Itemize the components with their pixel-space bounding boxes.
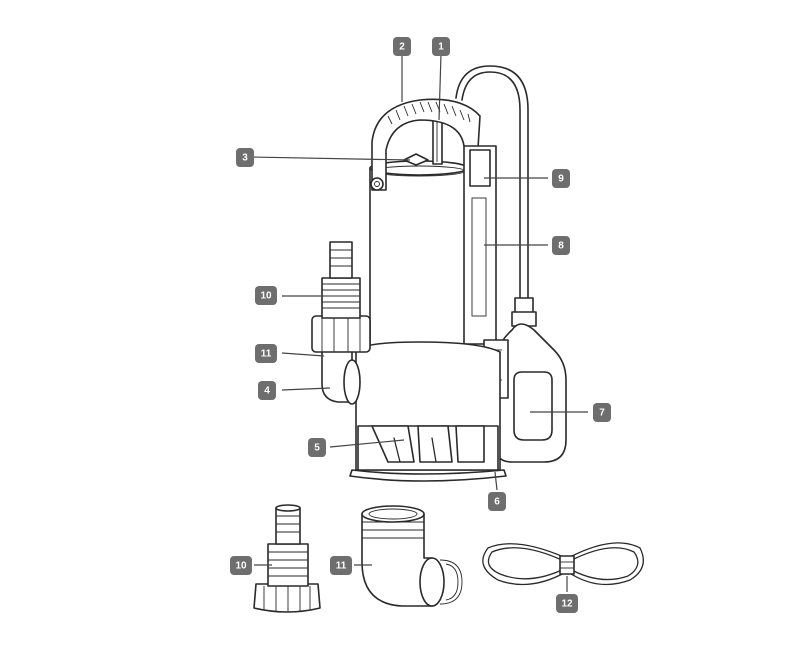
hose-adapter-loose bbox=[253, 504, 321, 613]
handle-bolt bbox=[403, 153, 429, 166]
svg-text:6: 6 bbox=[494, 497, 500, 508]
callout-10-mounted: 10 bbox=[255, 286, 277, 305]
submersible-pump bbox=[311, 65, 567, 482]
callout-8: 8 bbox=[552, 236, 570, 255]
callout-6: 6 bbox=[488, 492, 506, 511]
callout-11-mounted: 11 bbox=[255, 344, 277, 363]
carrying-handle bbox=[370, 98, 481, 191]
callout-9: 9 bbox=[552, 169, 570, 188]
callout-11-loose: 11 bbox=[330, 556, 352, 575]
svg-text:8: 8 bbox=[558, 241, 564, 252]
pump-base bbox=[349, 341, 507, 482]
svg-text:12: 12 bbox=[561, 599, 573, 610]
callout-10-loose: 10 bbox=[230, 556, 252, 575]
callout-3: 3 bbox=[236, 148, 254, 167]
cable-bundle bbox=[482, 542, 644, 586]
svg-text:1: 1 bbox=[438, 42, 444, 53]
air-vent-valve bbox=[432, 117, 443, 165]
svg-text:9: 9 bbox=[558, 174, 564, 185]
motor-housing bbox=[369, 160, 469, 351]
callout-4: 4 bbox=[258, 381, 276, 400]
svg-text:2: 2 bbox=[399, 42, 405, 53]
pump-outlet bbox=[321, 349, 361, 405]
svg-text:10: 10 bbox=[235, 561, 247, 572]
float-switch bbox=[493, 323, 567, 463]
callout-12: 12 bbox=[556, 594, 578, 613]
callout-2: 2 bbox=[393, 37, 411, 56]
svg-text:3: 3 bbox=[242, 153, 248, 164]
callout-5: 5 bbox=[308, 438, 326, 457]
svg-text:11: 11 bbox=[261, 349, 272, 360]
union-nut bbox=[311, 315, 371, 353]
callout-1: 1 bbox=[432, 37, 450, 56]
svg-text:10: 10 bbox=[260, 291, 272, 302]
svg-text:7: 7 bbox=[599, 408, 605, 419]
elbow-connector-loose bbox=[361, 505, 463, 607]
leader-lines bbox=[251, 53, 588, 592]
svg-text:11: 11 bbox=[336, 561, 347, 572]
svg-text:4: 4 bbox=[264, 386, 270, 397]
hose-adapter-mounted bbox=[321, 241, 361, 319]
svg-text:5: 5 bbox=[314, 443, 320, 454]
callout-7: 7 bbox=[593, 403, 611, 422]
